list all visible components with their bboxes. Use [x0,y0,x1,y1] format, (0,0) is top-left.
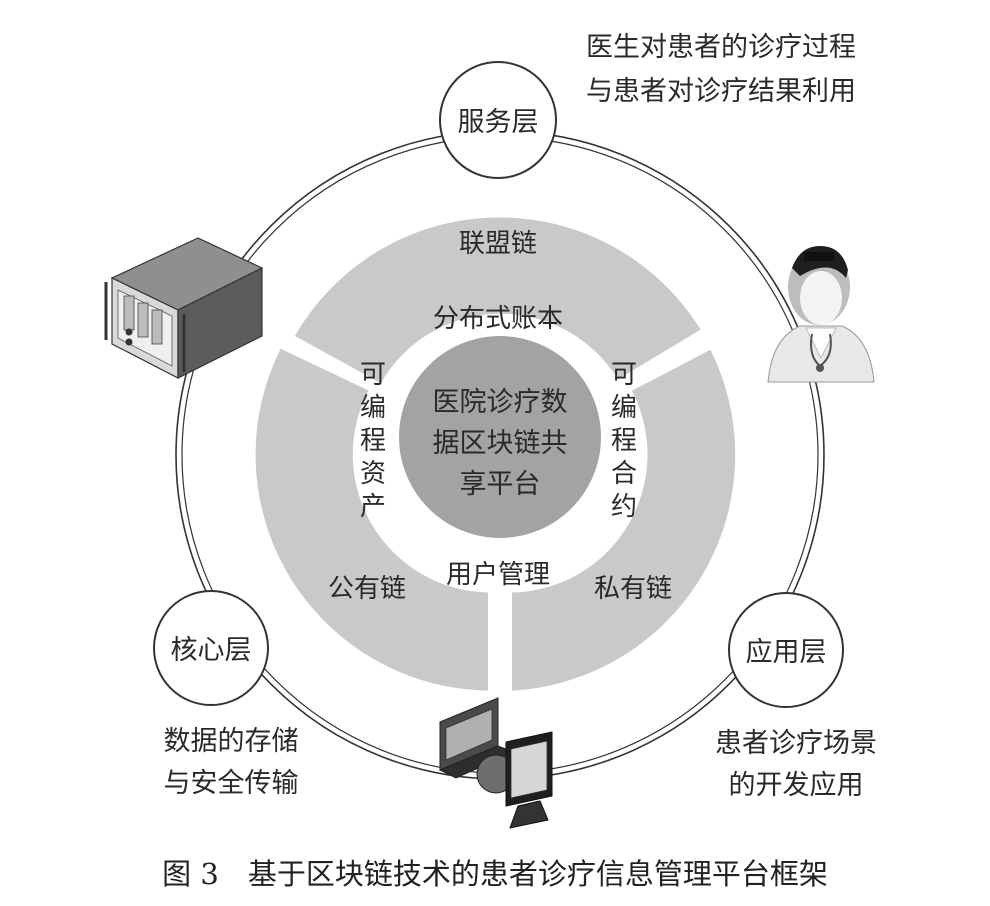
center-disk [399,336,601,538]
layer-node-service: 服务层 [439,61,557,179]
svg-text:可: 可 [360,360,386,390]
layer-label-service: 服务层 [458,107,539,138]
ring-label-private-chain: 私有链 [594,574,672,604]
chain-ring [255,217,736,691]
inner-label-distributed-ledger: 分布式账本 [433,304,563,334]
ring-segment-left [255,348,488,691]
layer-desc-service: 医生对患者的诊疗过程 与患者对诊疗结果利用 [586,32,856,107]
doctor-icon [767,246,875,383]
layer-label-application: 应用层 [746,637,827,668]
inner-label-user-management: 用户管理 [446,560,550,590]
svg-text:程: 程 [611,426,637,456]
figure-caption: 图 3 基于区块链技术的患者诊疗信息管理平台框架 [162,857,828,891]
svg-text:医生对患者的诊疗过程: 医生对患者的诊疗过程 [586,32,856,63]
inner-label-programmable-assets: 可 编 程 资 产 [360,360,386,522]
svg-text:编: 编 [360,393,386,423]
svg-text:合: 合 [611,459,637,489]
computer-icon [438,697,553,829]
layer-label-core: 核心层 [171,635,252,666]
svg-text:患者诊疗场景: 患者诊疗场景 [715,728,877,759]
svg-text:资: 资 [360,459,386,489]
svg-text:产: 产 [360,492,386,522]
layer-desc-application: 患者诊疗场景 的开发应用 [715,728,877,801]
inner-label-programmable-contracts: 可 编 程 合 约 [611,360,637,522]
svg-text:可: 可 [611,360,637,390]
layer-node-application: 应用层 [728,592,844,708]
svg-text:的开发应用: 的开发应用 [729,770,864,801]
ring-segment-top [294,217,701,384]
svg-text:医院诊疗数: 医院诊疗数 [433,387,568,418]
svg-text:与安全传输: 与安全传输 [164,768,299,799]
svg-text:享平台: 享平台 [460,469,541,500]
svg-text:数据的存储: 数据的存储 [164,726,299,757]
server-icon [104,237,264,379]
layer-node-core: 核心层 [153,590,269,706]
svg-text:编: 编 [611,393,637,423]
ring-segment-right [512,349,736,691]
layer-desc-core: 数据的存储 与安全传输 [164,726,299,799]
ring-label-public-chain: 公有链 [328,574,406,604]
svg-text:程: 程 [360,426,386,456]
svg-text:约: 约 [611,492,637,522]
center-title: 医院诊疗数 据区块链共 享平台 [433,387,568,500]
svg-text:与患者对诊疗结果利用: 与患者对诊疗结果利用 [586,76,856,107]
ring-label-alliance-chain: 联盟链 [459,229,537,259]
svg-text:据区块链共: 据区块链共 [433,428,568,459]
